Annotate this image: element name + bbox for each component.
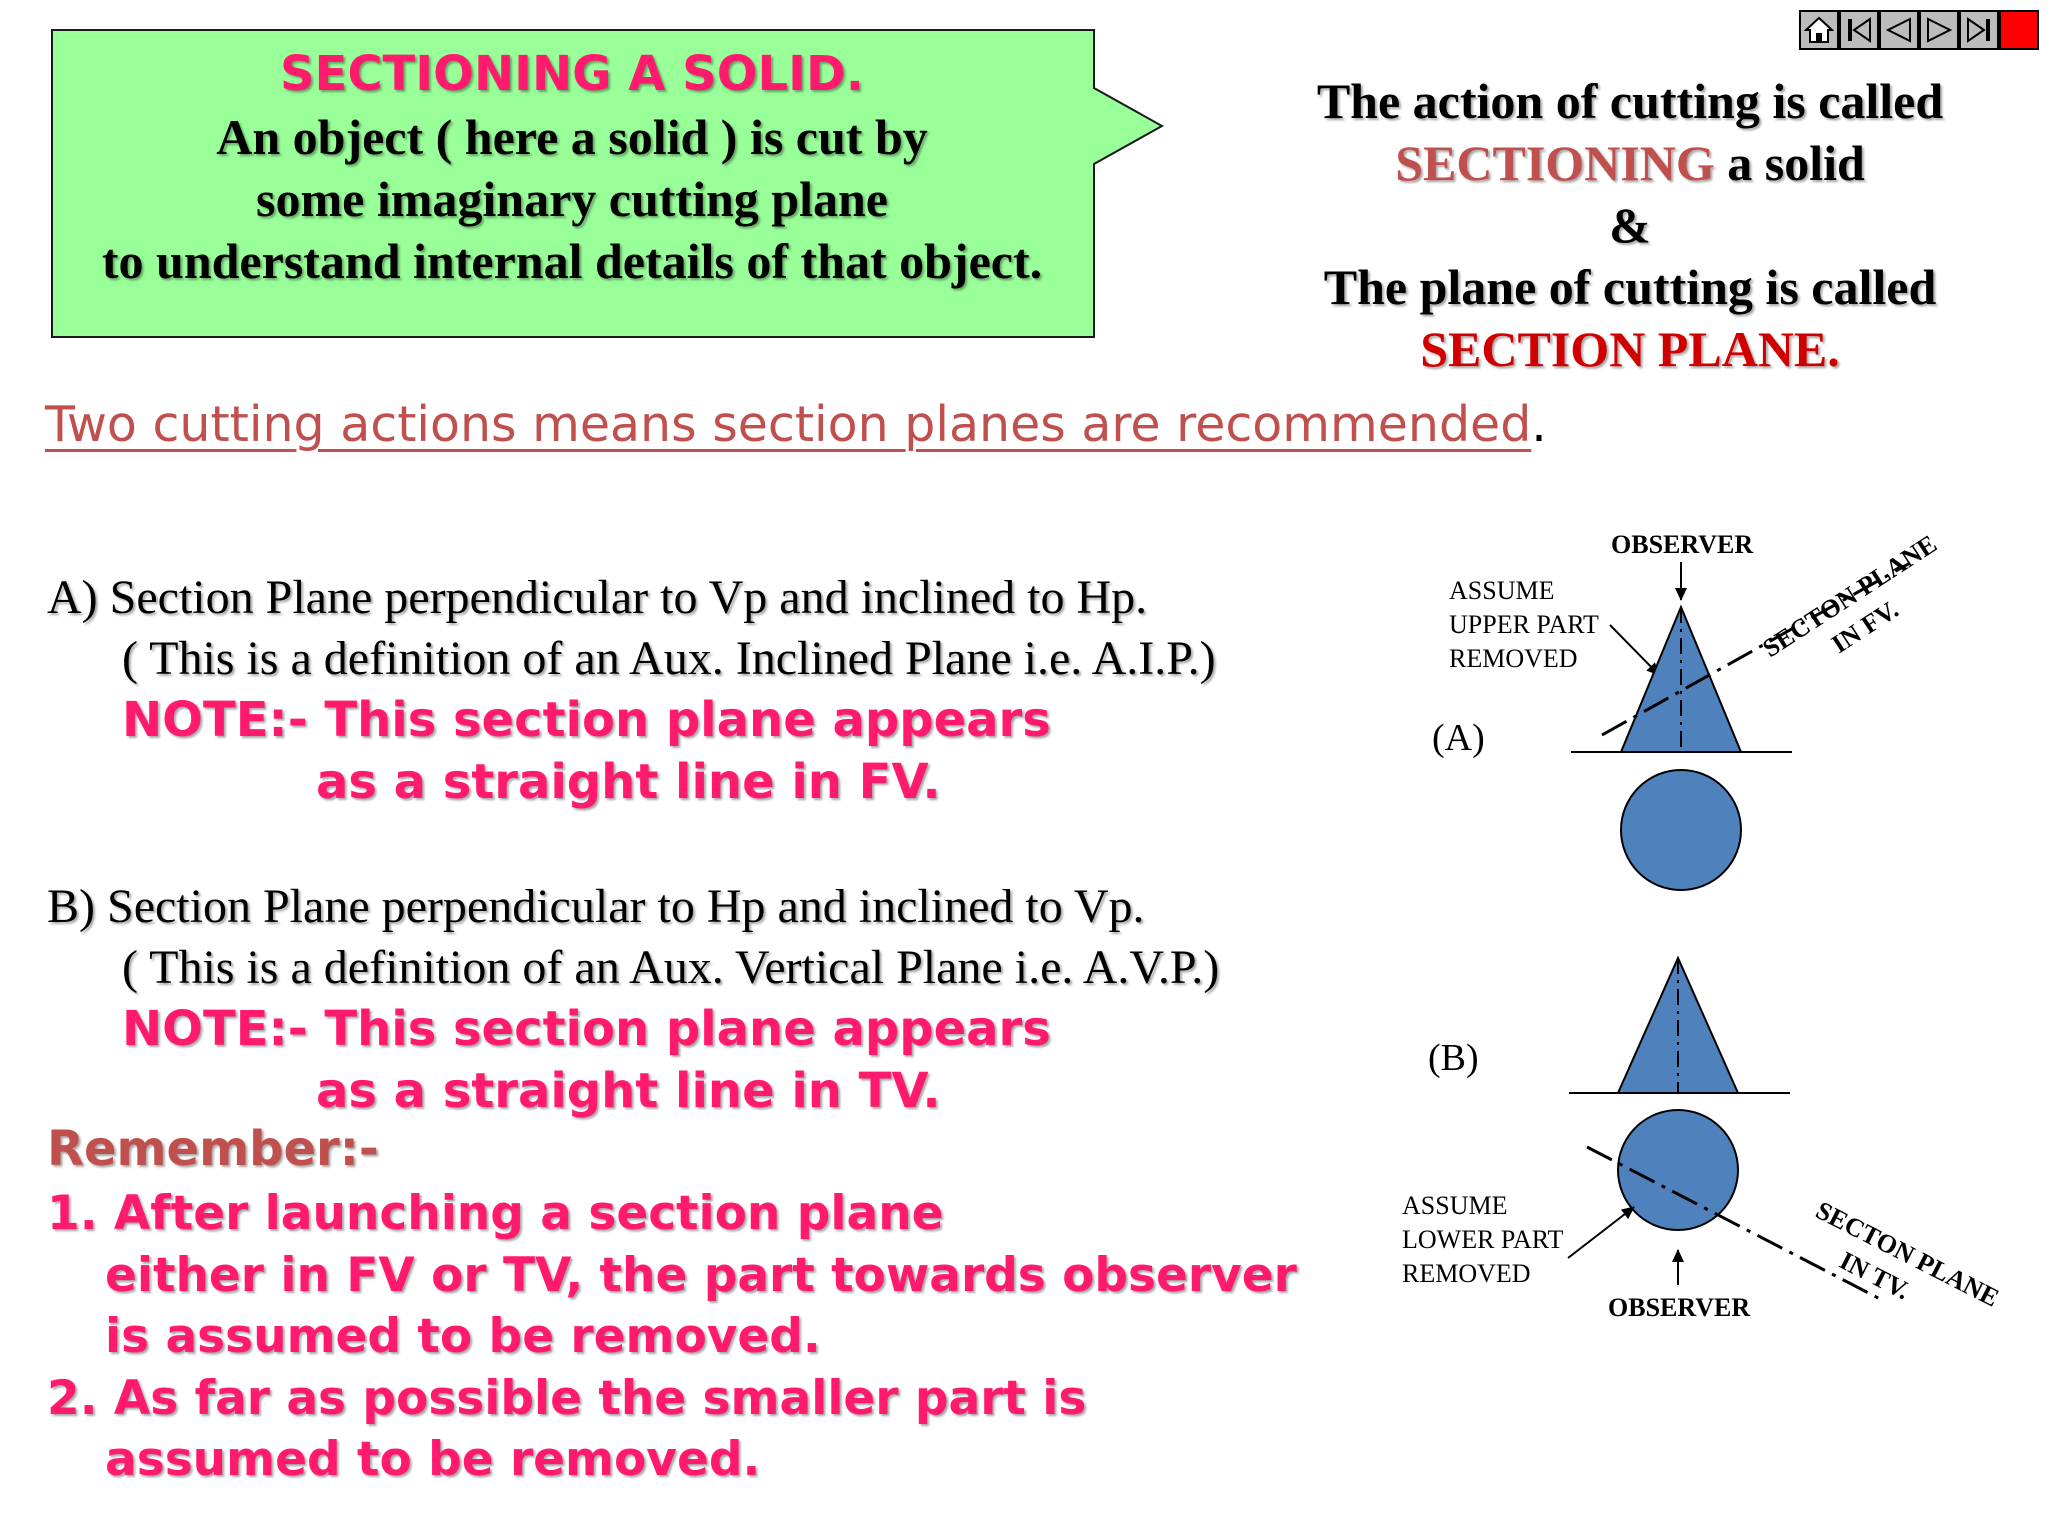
assume-a-line-3: REMOVED [1449,644,1578,673]
section-plane-a-line [1601,561,1911,737]
subheading-text: Two cutting actions means section planes… [45,396,1532,453]
section-a-note-1: NOTE:- This section plane appears [122,692,1051,748]
definition-line-1: The action of cutting is called [1316,73,1944,129]
callout-shape [51,29,1165,338]
remember-item-1-cont-2: is assumed to be removed. [105,1309,821,1364]
definition-block: The action of cutting is called SECTIONI… [1240,70,2020,380]
section-b-note-2: as a straight line in TV. [316,1063,941,1119]
callout-background [51,29,1165,338]
callout-title: SECTIONING A SOLID. [279,46,865,102]
previous-slide-icon [1885,17,1911,43]
section-a-line-1: A) Section Plane perpendicular to Vp and… [47,571,1148,624]
plane-b-label: SECTON PLANE IN TV. [1811,1196,2003,1313]
assume-a-line-1: ASSUME [1449,576,1554,605]
plane-a-label: SECTON PLANE IN FV. [1757,529,1941,663]
subheading-period: . [1531,396,1547,453]
end-show-button[interactable] [1999,10,2039,50]
callout-line-2: some imaginary cutting plane [256,171,888,227]
section-a-line-2: ( This is a definition of an Aux. Inclin… [122,632,1216,685]
definition-line-2-rest: a solid [1714,135,1865,191]
section-plane-b-line [1586,1145,1883,1302]
section-b-line-2: ( This is a definition of an Aux. Vertic… [122,941,1220,994]
observer-b-label: OBSERVER [1608,1293,1750,1322]
remember-item-1: 1. After launching a section plane [47,1186,944,1241]
first-slide-button[interactable] [1839,10,1879,50]
assume-a-line-2: UPPER PART [1449,610,1599,639]
next-slide-button[interactable] [1919,10,1959,50]
remember-heading: Remember:- [47,1121,379,1177]
section-plane-diagram: OBSERVER ASSUME UPPER PART REMOVED (A) S… [1402,529,2004,1322]
callout-line-1: An object ( here a solid ) is cut by [216,109,928,165]
last-slide-icon [1967,17,1990,43]
section-b-line-1: B) Section Plane perpendicular to Hp and… [47,880,1145,933]
remember-item-2: 2. As far as possible the smaller part i… [47,1371,1087,1426]
first-slide-icon [1848,17,1871,43]
assume-b-line-2: LOWER PART [1402,1225,1564,1254]
previous-slide-button[interactable] [1879,10,1919,50]
section-b-note-1: NOTE:- This section plane appears [122,1001,1051,1057]
home-button[interactable] [1799,10,1839,50]
plane-b-label-line-1: SECTON PLANE [1811,1196,2003,1313]
assume-a-pointer [1609,624,1660,676]
definition-ampersand: & [1609,197,1651,253]
assume-b-line-3: REMOVED [1402,1259,1531,1288]
section-a-note-2: as a straight line in FV. [316,754,941,810]
definition-line-2: SECTIONING a solid [1240,132,2020,194]
home-icon [1804,16,1834,43]
assume-b-pointer [1567,1206,1635,1259]
cone-b-top-view [1617,1109,1739,1231]
subheading: Two cutting actions means section planes… [45,396,1547,453]
label-a: (A) [1432,717,1485,759]
next-slide-icon [1927,17,1953,43]
remember-item-2-cont: assumed to be removed. [105,1432,761,1487]
observer-a-label: OBSERVER [1611,530,1753,559]
term-sectioning: SECTIONING [1395,135,1715,191]
cone-a-top-view [1620,769,1742,891]
term-section-plane: SECTION PLANE. [1420,321,1840,377]
assume-b-line-1: ASSUME [1402,1191,1507,1220]
callout-text: SECTIONING A SOLID. An object ( here a s… [52,42,1092,292]
callout-line-3: to understand internal details of that o… [101,233,1043,289]
remember-item-1-cont-1: either in FV or TV, the part towards obs… [105,1248,1297,1303]
last-slide-button[interactable] [1959,10,1999,50]
label-b: (B) [1428,1037,1479,1079]
definition-line-3: The plane of cutting is called [1323,259,1937,315]
